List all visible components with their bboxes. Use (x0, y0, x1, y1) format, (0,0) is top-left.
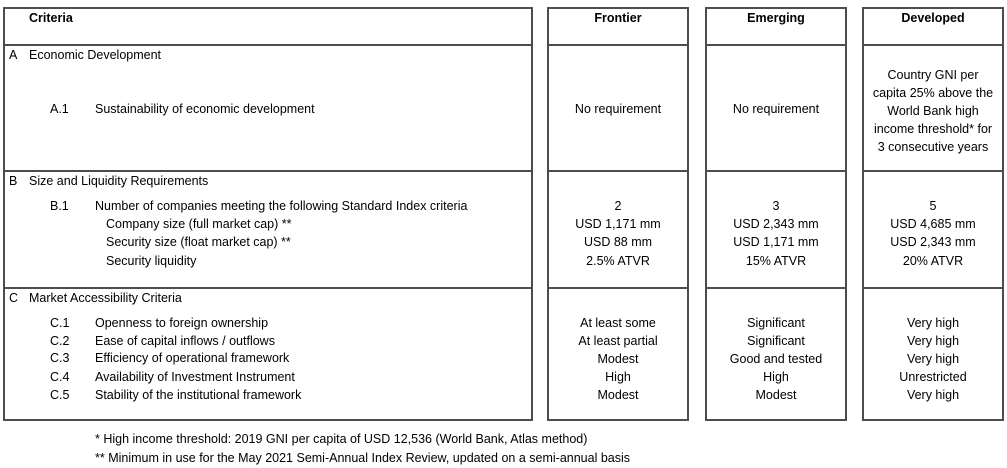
developed-cell: Very high (906, 352, 960, 366)
developed-cell: USD 4,685 mm (890, 217, 976, 231)
section-a-letter: A (9, 48, 18, 62)
criterion-code: B.1 (50, 199, 69, 213)
emerging-cell: USD 1,171 mm (733, 235, 819, 249)
emerging-cell: 3 (772, 199, 780, 213)
developed-header: Developed (901, 11, 965, 25)
frontier-cell: Modest (597, 388, 639, 402)
criterion-label: Openness to foreign ownership (95, 316, 269, 330)
sub-criterion-label: Security size (float market cap) ** (106, 235, 291, 249)
frontier-cell: USD 1,171 mm (575, 217, 661, 231)
criterion-label: Number of companies meeting the followin… (95, 199, 468, 213)
frontier-cell: 2 (614, 199, 622, 213)
developed-cell: 5 (929, 199, 937, 213)
criterion-label: Ease of capital inflows / outflows (95, 334, 275, 348)
frontier-cell: USD 88 mm (583, 235, 653, 249)
header-divider (707, 44, 845, 46)
emerging-cell: 15% ATVR (745, 254, 807, 268)
header-divider (5, 44, 531, 46)
criterion-code: A.1 (50, 102, 69, 116)
frontier-column: Frontier No requirement 2 USD 1,171 mm U… (547, 7, 689, 421)
developed-cell: Very high (906, 316, 960, 330)
frontier-cell: At least some (580, 316, 656, 330)
section-divider-b-c (707, 287, 845, 289)
developed-cell: Very high (906, 334, 960, 348)
section-a-title: Economic Development (29, 48, 162, 62)
section-divider-b-c (5, 287, 531, 289)
section-divider-b-c (864, 287, 1002, 289)
criterion-code: C.2 (50, 334, 70, 348)
section-c-title: Market Accessibility Criteria (29, 291, 182, 305)
developed-cell: Very high (906, 388, 960, 402)
criterion-label: Efficiency of operational framework (95, 351, 290, 365)
criterion-code: C.1 (50, 316, 70, 330)
emerging-cell: No requirement (732, 102, 820, 116)
footnote-income-threshold: * High income threshold: 2019 GNI per ca… (95, 432, 588, 446)
header-divider (864, 44, 1002, 46)
emerging-cell: Good and tested (729, 352, 823, 366)
frontier-cell: At least partial (578, 334, 658, 348)
developed-cell: 20% ATVR (902, 254, 964, 268)
emerging-cell: USD 2,343 mm (733, 217, 819, 231)
criterion-code: C.4 (50, 370, 70, 384)
developed-column: Developed Country GNI per capita 25% abo… (862, 7, 1004, 421)
section-b-title: Size and Liquidity Requirements (29, 174, 209, 188)
frontier-cell: High (605, 370, 631, 384)
emerging-cell: High (763, 370, 789, 384)
criterion-label: Availability of Investment Instrument (95, 370, 295, 384)
criteria-header: Criteria (29, 11, 73, 25)
emerging-cell: Modest (755, 388, 797, 402)
frontier-cell: No requirement (574, 102, 662, 116)
footnote-minimum-review: ** Minimum in use for the May 2021 Semi-… (95, 451, 631, 465)
frontier-header: Frontier (594, 11, 642, 25)
section-divider-a-b (864, 170, 1002, 172)
criterion-code: C.5 (50, 388, 70, 402)
emerging-cell: Significant (747, 316, 805, 330)
criterion-label: Stability of the institutional framework (95, 388, 302, 402)
criterion-label: Sustainability of economic development (95, 102, 315, 116)
section-divider-a-b (5, 170, 531, 172)
sub-criterion-label: Security liquidity (106, 254, 197, 268)
criteria-column: Criteria A Economic Development A.1 Sust… (3, 7, 533, 421)
header-divider (549, 44, 687, 46)
criterion-code: C.3 (50, 351, 70, 365)
emerging-header: Emerging (747, 11, 805, 25)
emerging-column: Emerging No requirement 3 USD 2,343 mm U… (705, 7, 847, 421)
section-divider-a-b (549, 170, 687, 172)
developed-cell: Unrestricted (899, 370, 967, 384)
developed-gni-requirement: Country GNI per capita 25% above the Wor… (872, 68, 994, 154)
frontier-cell: Modest (597, 352, 639, 366)
section-b-letter: B (9, 174, 18, 188)
emerging-cell: Significant (747, 334, 805, 348)
sub-criterion-label: Company size (full market cap) ** (106, 217, 292, 231)
section-divider-b-c (549, 287, 687, 289)
frontier-cell: 2.5% ATVR (586, 254, 650, 268)
section-divider-a-b (707, 170, 845, 172)
section-c-letter: C (9, 291, 19, 305)
developed-cell: USD 2,343 mm (890, 235, 976, 249)
